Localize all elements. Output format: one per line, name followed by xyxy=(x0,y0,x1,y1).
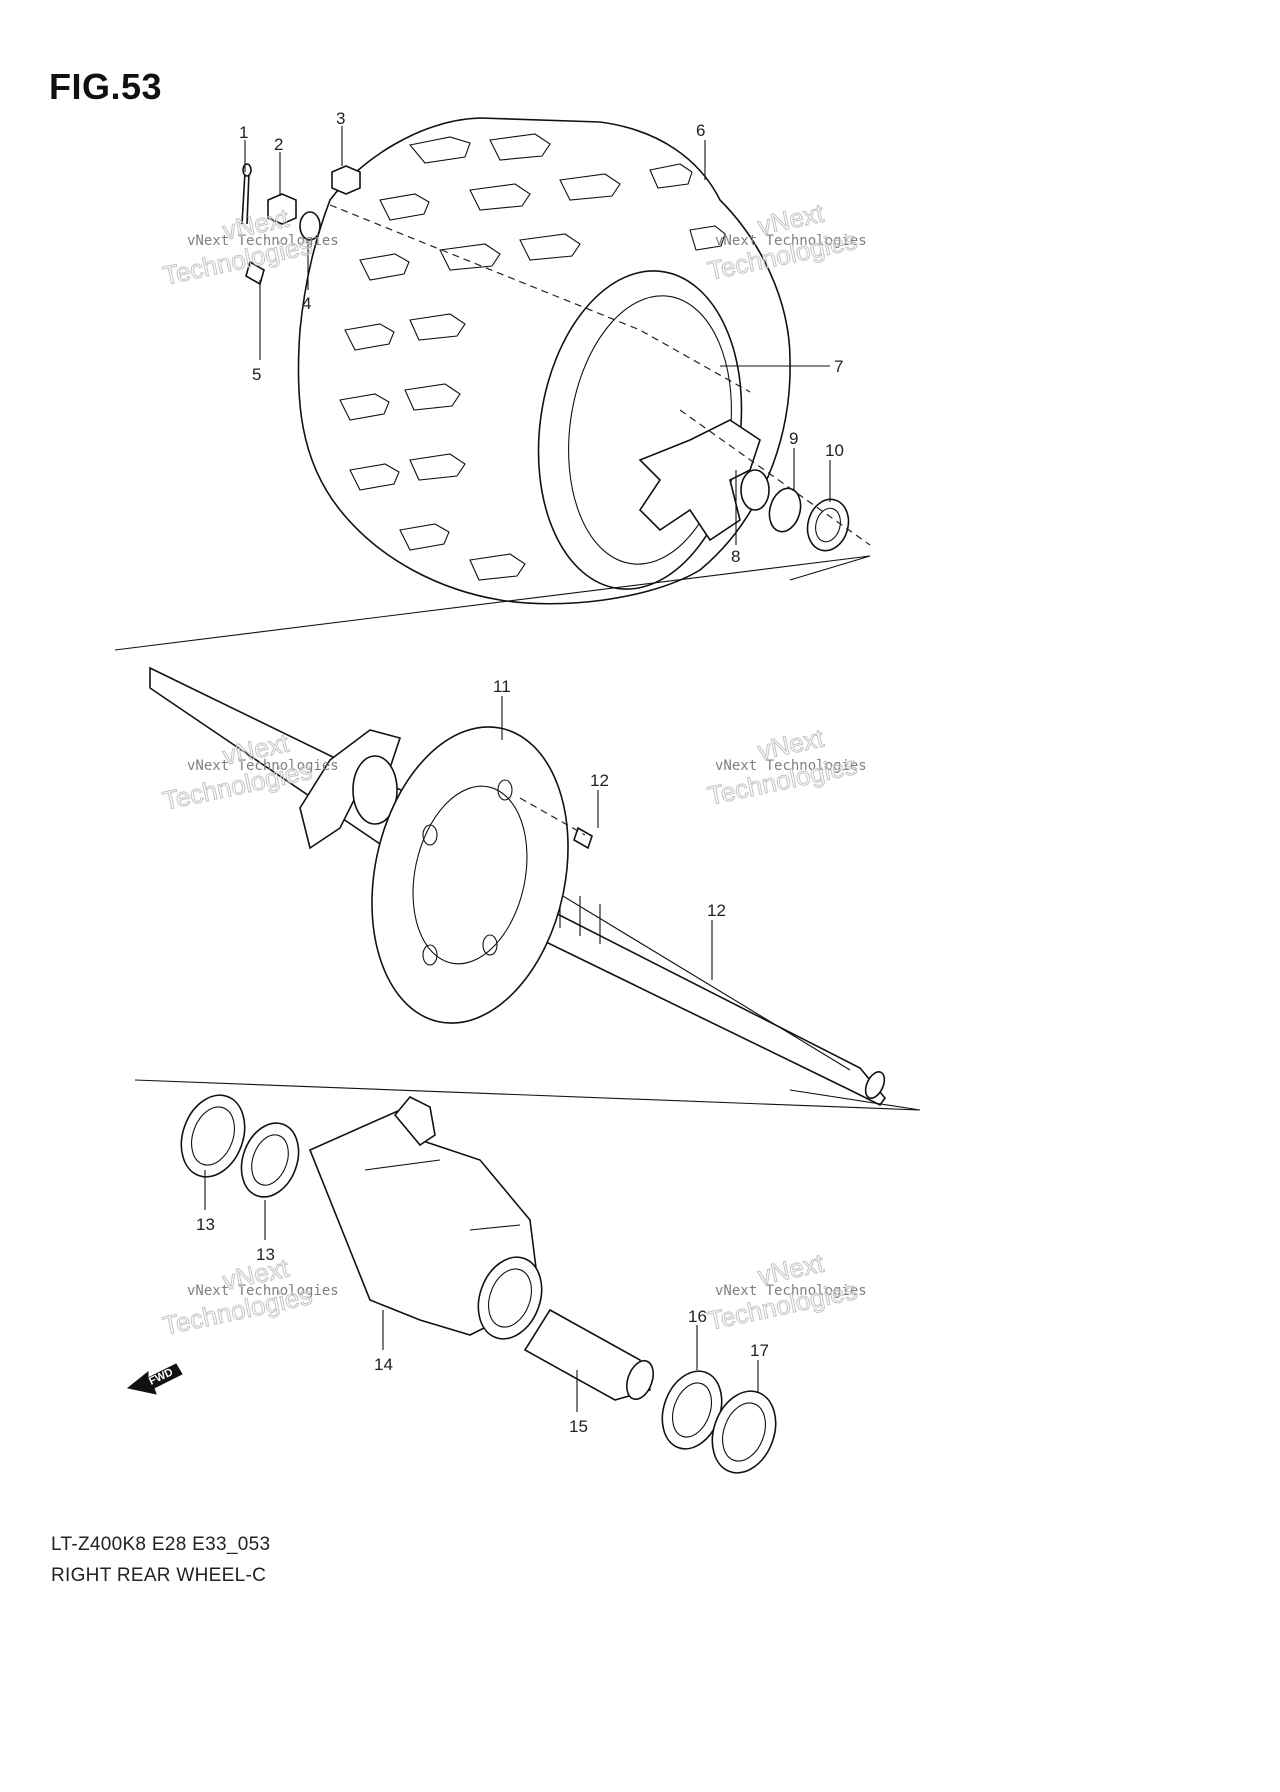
callout-12-left: 13 xyxy=(256,1245,275,1264)
seal-8 xyxy=(806,498,850,552)
callout-15: 12 xyxy=(590,771,609,790)
callout-7: 12 xyxy=(707,901,726,920)
callout-5: 2 xyxy=(274,135,283,154)
callout-4: 4 xyxy=(302,294,311,313)
watermark-text: vNext Technologies xyxy=(187,233,339,249)
figure-name: RIGHT REAR WHEEL-C xyxy=(51,1565,267,1586)
watermark-bottom-left: vNext Technologies Technologies vNext xyxy=(160,1252,339,1341)
watermark-text: vNext Technologies xyxy=(715,1283,867,1299)
watermark-mid-right: vNext Technologies Technologies vNext xyxy=(705,722,867,811)
wheel-hub-1 xyxy=(638,419,770,542)
brake-disc-14 xyxy=(371,726,569,1024)
callout-3: 3 xyxy=(336,109,345,128)
callout-1: 8 xyxy=(731,547,740,566)
callout-13-right: 17 xyxy=(750,1341,769,1360)
watermark-bottom-right: vNext Technologies Technologies vNext xyxy=(705,1247,867,1336)
leader-lines xyxy=(204,126,831,1412)
figure-title: FIG.53 xyxy=(49,66,163,107)
bearing-case-10 xyxy=(308,1096,543,1340)
seal-13-right xyxy=(711,1390,777,1474)
callout-17: 5 xyxy=(252,365,261,384)
model-code: LT-Z400K8 E28 E33_053 xyxy=(51,1534,271,1555)
callout-8: 10 xyxy=(825,441,844,460)
bolt-15 xyxy=(573,826,593,850)
callout-11: 15 xyxy=(569,1417,588,1436)
bearing-12-left xyxy=(240,1122,300,1198)
watermark-text: vNext Technologies xyxy=(187,1283,339,1299)
callout-10: 14 xyxy=(374,1355,393,1374)
watermark-text: vNext Technologies xyxy=(715,758,867,774)
washer-4 xyxy=(299,211,321,241)
nut-5 xyxy=(267,193,297,225)
axle-hub-flange xyxy=(299,729,402,850)
watermark-text: vNext Technologies xyxy=(187,758,339,774)
callout-9: 9 xyxy=(789,429,798,448)
callout-12-right: 16 xyxy=(688,1307,707,1326)
seal-13-left xyxy=(180,1094,246,1178)
forward-arrow-icon: FWD xyxy=(126,1363,183,1395)
nut-3 xyxy=(331,165,361,195)
o-ring-9 xyxy=(768,487,802,533)
callout-6: 1 xyxy=(239,123,248,142)
callout-14: 11 xyxy=(493,677,511,696)
callout-13-left: 13 xyxy=(196,1215,215,1234)
watermark-text: vNext Technologies xyxy=(715,233,867,249)
callout-16: 6 xyxy=(696,121,705,140)
callout-2: 7 xyxy=(834,357,843,376)
spacer-11 xyxy=(523,1308,654,1401)
